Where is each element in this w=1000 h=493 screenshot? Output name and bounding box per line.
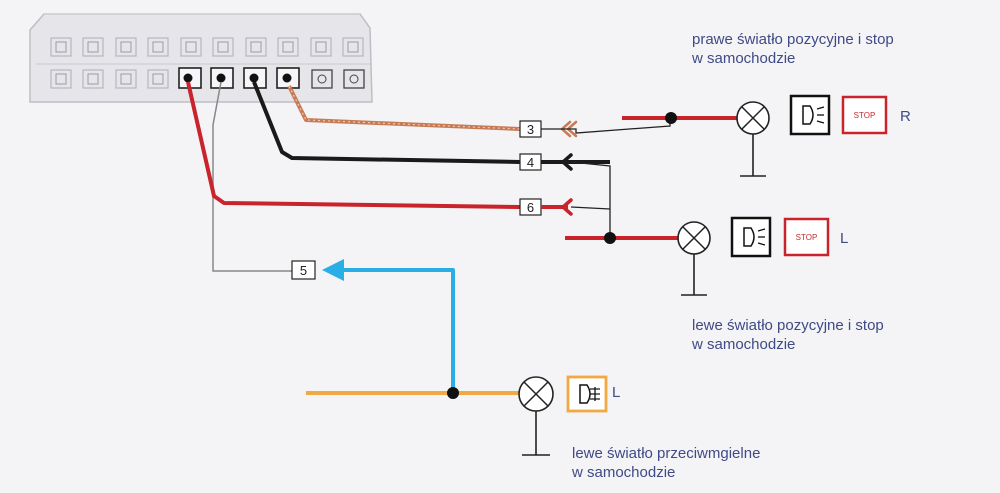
lamp-cross-icon (518, 376, 554, 412)
stop-label-left: STOP (796, 233, 818, 242)
wire-gray (212, 81, 292, 272)
line-pin3-to-right-lamp (541, 120, 671, 134)
junction-fog (447, 387, 459, 399)
stop-light-icon: STOP (783, 217, 830, 257)
ground-symbol-icon (740, 134, 766, 177)
rear-fog-light-icon (566, 375, 608, 413)
label-left-fog: lewe światło przeciwmgielne w samochodzi… (572, 444, 760, 482)
connector-block (29, 13, 373, 103)
wire-black (252, 81, 521, 164)
lamp-cross-icon (736, 101, 770, 135)
label-left-line2: w samochodzie (692, 336, 796, 353)
position-light-icon (789, 94, 831, 136)
line-left-junction (570, 161, 611, 238)
stop-label-right: STOP (854, 111, 876, 120)
junction-right (665, 112, 677, 124)
side-label-right: R (900, 108, 911, 125)
arrow-head-icon (322, 259, 344, 281)
position-light-icon (730, 216, 772, 258)
label-left-pos-stop: lewe światło pozycyjne i stop w samochod… (692, 316, 884, 354)
ground-symbol-icon (681, 254, 707, 296)
ground-symbol-icon (522, 411, 550, 456)
pin-box-6: 6 (519, 198, 542, 216)
pin-box-4: 4 (519, 153, 542, 171)
wire-red (186, 81, 521, 209)
pin-6-label: 6 (527, 200, 534, 215)
pin-3-label: 3 (527, 122, 534, 137)
side-label-left-fog: L (612, 384, 621, 401)
junction-left (604, 232, 616, 244)
wire-blue (342, 268, 455, 393)
pin-5-label: 5 (300, 263, 307, 278)
side-label-left-stop: L (840, 230, 849, 247)
label-fog-line1: lewe światło przeciwmgielne (572, 445, 761, 462)
lamp-cross-icon (677, 221, 711, 255)
label-right-line2: w samochodzie (692, 50, 796, 67)
pin-box-3: 3 (519, 120, 542, 138)
arrow-head-icon (560, 120, 578, 216)
pin-4-label: 4 (527, 155, 534, 170)
label-left-line1: lewe światło pozycyjne i stop (692, 317, 884, 334)
label-right-line1: prawe światło pozycyjne i stop (692, 31, 894, 48)
label-right-pos-stop: prawe światło pozycyjne i stop w samocho… (692, 30, 894, 68)
pin-box-5: 5 (291, 260, 316, 280)
stop-light-icon: STOP (841, 95, 888, 135)
label-fog-line2: w samochodzie (572, 464, 676, 481)
